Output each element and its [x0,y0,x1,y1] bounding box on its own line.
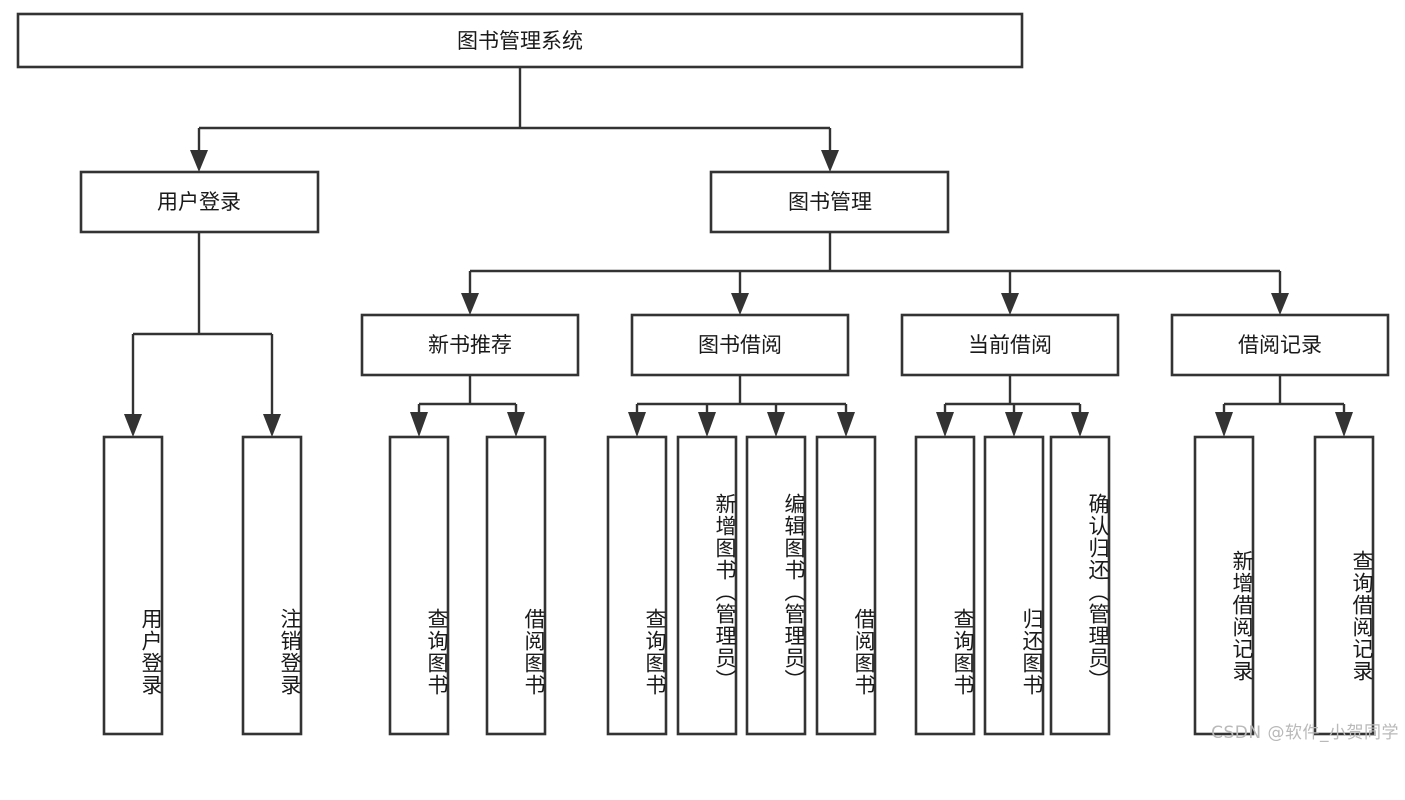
arrowhead-to-borrow-record [1271,293,1289,315]
node-user-login-box[interactable] [79,170,320,234]
leaf-box-query-book-1[interactable] [388,435,450,736]
arrowhead-leaf-return-book [1005,412,1023,437]
arrowhead-leaf-query-record [1335,412,1353,437]
arrowhead-leaf-add-record [1215,412,1233,437]
node-current-borrow-box[interactable] [900,313,1120,377]
arrowhead-leaf-add-book [698,412,716,437]
arrowhead-leaf-confirm-return [1071,412,1089,437]
leaf-box-borrow-book-2[interactable] [815,435,877,736]
leaf-box-borrow-book-1[interactable] [485,435,547,736]
leaf-box-logout[interactable] [241,435,303,736]
edge-root-trunk [197,67,832,158]
leaf-box-edit-book[interactable] [745,435,807,736]
arrowhead-to-book-borrow [731,293,749,315]
node-root-label: 图书管理系统 [457,29,583,53]
arrowhead-leaf-user-login [124,414,142,437]
leaf-box-query-book-3[interactable] [914,435,976,736]
edge-bookborrow-trunk [635,375,848,422]
arrowhead-leaf-borrow-query [628,412,646,437]
leaf-box-user-login[interactable] [102,435,164,736]
connector-layer [124,67,1353,437]
csdn-watermark: CSDN @软件_小贺同学 [1211,723,1399,743]
node-book-management-box[interactable] [709,170,950,234]
arrowhead-leaf-newbook-borrow [507,412,525,437]
arrowhead-to-book-management [821,150,839,172]
arrowhead-leaf-borrow-book [837,412,855,437]
node-current-borrow-label: 当前借阅 [968,333,1052,357]
arrowhead-leaf-current-query [936,412,954,437]
node-new-book-recommend-box[interactable] [360,313,580,377]
leaf-box-return-book[interactable] [983,435,1045,736]
node-user-login-label: 用户登录 [157,190,241,214]
node-book-borrow-label: 图书借阅 [698,333,782,357]
tree-diagram-svg: 图书管理系统 用户登录 图书管理 新书推荐 图书借阅 当前借阅 借阅记录 [16,12,1390,736]
diagram-canvas: 图书管理系统 用户登录 图书管理 新书推荐 图书借阅 当前借阅 借阅记录 [16,12,1399,743]
leaf-box-query-book-2[interactable] [606,435,668,736]
node-borrow-record-box[interactable] [1170,313,1390,377]
leaf-box-add-record[interactable] [1193,435,1255,736]
arrowhead-leaf-newbook-query [410,412,428,437]
edge-userlogin-trunk [131,232,274,422]
edge-newbook-trunk [417,375,518,422]
arrowhead-leaf-edit-book [767,412,785,437]
arrowhead-leaf-logout [263,414,281,437]
arrowhead-to-new-book-rec [461,293,479,315]
leaf-box-confirm-return[interactable] [1049,435,1111,736]
node-root-box[interactable] [16,12,1024,69]
edge-borrowrecord-trunk [1222,375,1346,422]
arrowhead-to-user-login [190,150,208,172]
node-book-borrow-box[interactable] [630,313,850,377]
node-new-book-recommend-label: 新书推荐 [428,333,512,357]
node-borrow-record-label: 借阅记录 [1238,333,1322,357]
leaf-box-query-record[interactable] [1313,435,1375,736]
edge-bookmgmt-trunk [468,232,1282,300]
leaf-box-add-book[interactable] [676,435,738,736]
arrowhead-to-current-borrow [1001,293,1019,315]
node-layer: 图书管理系统 用户登录 图书管理 新书推荐 图书借阅 当前借阅 借阅记录 [16,12,1390,736]
node-book-management-label: 图书管理 [788,190,872,214]
